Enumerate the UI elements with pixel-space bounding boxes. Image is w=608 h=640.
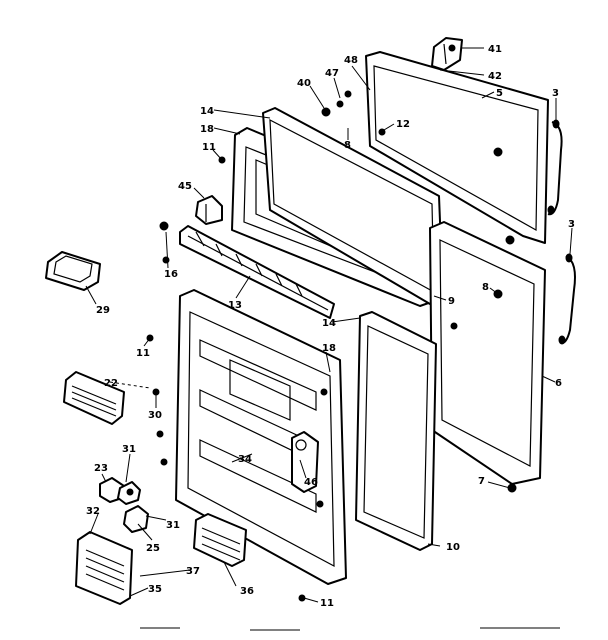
callout-32: 32 bbox=[86, 506, 100, 517]
callout-8-lower: 8 bbox=[482, 282, 489, 293]
callout-34: 34 bbox=[238, 454, 252, 465]
callout-labels: 41 42 48 47 40 5 3 14 18 11 12 8 45 16 1… bbox=[86, 44, 575, 609]
callout-18-lower: 18 bbox=[322, 343, 336, 354]
callout-8-upper: 8 bbox=[344, 140, 351, 151]
callout-18-upper: 18 bbox=[200, 124, 214, 135]
fresh-food-door-handle bbox=[558, 253, 576, 345]
callout-22: 22 bbox=[104, 378, 118, 389]
callout-16: 16 bbox=[164, 269, 178, 280]
callout-6: 6 bbox=[555, 378, 562, 389]
callout-37: 37 bbox=[186, 566, 200, 577]
fresh-food-door-outer-panel bbox=[429, 221, 546, 485]
callout-29: 29 bbox=[96, 305, 110, 316]
callout-10: 10 bbox=[446, 542, 460, 553]
callout-23: 23 bbox=[94, 463, 108, 474]
callout-31-upper: 31 bbox=[122, 444, 136, 455]
callout-13: 13 bbox=[228, 300, 242, 311]
freezer-door-outer-panel bbox=[365, 51, 549, 244]
scan-marks bbox=[140, 627, 560, 631]
door-trim-strip bbox=[193, 513, 247, 567]
callout-47: 47 bbox=[325, 68, 339, 79]
callout-31-lower: 31 bbox=[166, 520, 180, 531]
cam-bracket bbox=[117, 481, 141, 505]
callout-12: 12 bbox=[396, 119, 410, 130]
callout-46: 46 bbox=[304, 477, 318, 488]
fresh-food-door-liner bbox=[175, 289, 347, 585]
fresh-food-door-gasket bbox=[355, 311, 437, 551]
callout-11-mid: 11 bbox=[136, 348, 150, 359]
freezer-shelf-rail bbox=[179, 225, 335, 319]
callout-35: 35 bbox=[148, 584, 162, 595]
callout-3-upper: 3 bbox=[552, 88, 559, 99]
door-shelf-bins bbox=[291, 431, 319, 493]
dairy-compartment-door bbox=[63, 371, 125, 425]
callout-25: 25 bbox=[146, 543, 160, 554]
callout-41: 41 bbox=[488, 44, 502, 55]
callout-5: 5 bbox=[496, 88, 503, 99]
hinge-cover bbox=[123, 505, 149, 533]
callout-14-upper: 14 bbox=[200, 106, 214, 117]
callout-42: 42 bbox=[488, 71, 502, 82]
kick-plate-grille bbox=[75, 531, 133, 605]
callout-14-lower: 14 bbox=[322, 318, 336, 329]
callout-11-upper: 11 bbox=[202, 142, 216, 153]
callout-30: 30 bbox=[148, 410, 162, 421]
leader-lines bbox=[85, 47, 573, 603]
butter-compartment-door bbox=[195, 195, 223, 225]
freezer-door-handle bbox=[547, 119, 563, 216]
screws bbox=[146, 44, 517, 602]
callout-11-lower: 11 bbox=[320, 598, 334, 609]
egg-tray bbox=[45, 251, 101, 291]
callout-3-lower: 3 bbox=[568, 219, 575, 230]
callout-48: 48 bbox=[344, 55, 358, 66]
callout-36: 36 bbox=[240, 586, 254, 597]
callout-9: 9 bbox=[448, 296, 455, 307]
callout-40: 40 bbox=[297, 78, 311, 89]
hinge-bracket bbox=[431, 37, 463, 71]
callout-7: 7 bbox=[478, 476, 485, 487]
callout-45: 45 bbox=[178, 181, 192, 192]
